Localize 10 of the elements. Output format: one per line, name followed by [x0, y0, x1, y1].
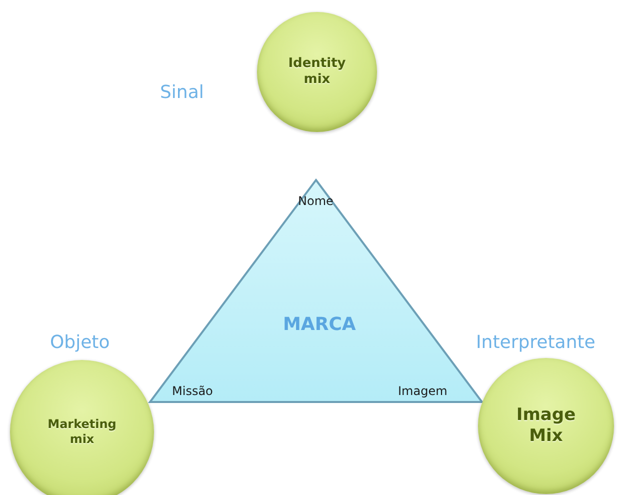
side-label: Interpretante: [476, 332, 596, 353]
circle-label: Identity mix: [287, 56, 347, 88]
circle-label: Image Mix: [515, 404, 577, 448]
corner-label: Missão: [172, 384, 213, 398]
title-label: MARCA: [283, 314, 356, 335]
circle-label: Marketing mix: [46, 417, 118, 447]
side-label: Objeto: [50, 332, 110, 353]
corner-label: Imagem: [398, 384, 448, 398]
side-label: Sinal: [160, 82, 204, 103]
corner-label: Nome: [298, 194, 334, 208]
